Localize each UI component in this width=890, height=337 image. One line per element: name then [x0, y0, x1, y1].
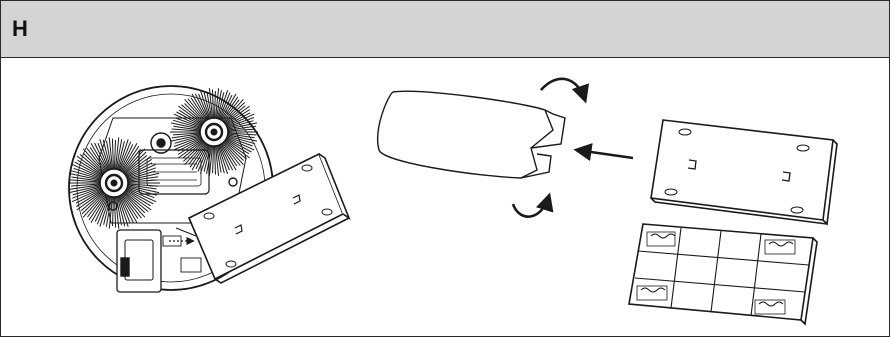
panel-header: H	[1, 1, 889, 58]
section-letter: H	[12, 17, 28, 41]
filter-mesh-icon	[629, 224, 817, 324]
filter-sleeve	[378, 91, 565, 178]
illustration-svg	[1, 58, 889, 336]
curved-arrow-icon	[541, 79, 585, 100]
maintenance-illustration	[1, 58, 889, 336]
curved-arrow-icon	[513, 196, 549, 217]
filter-frame-plate	[651, 120, 837, 224]
straight-arrow-icon	[577, 150, 633, 158]
